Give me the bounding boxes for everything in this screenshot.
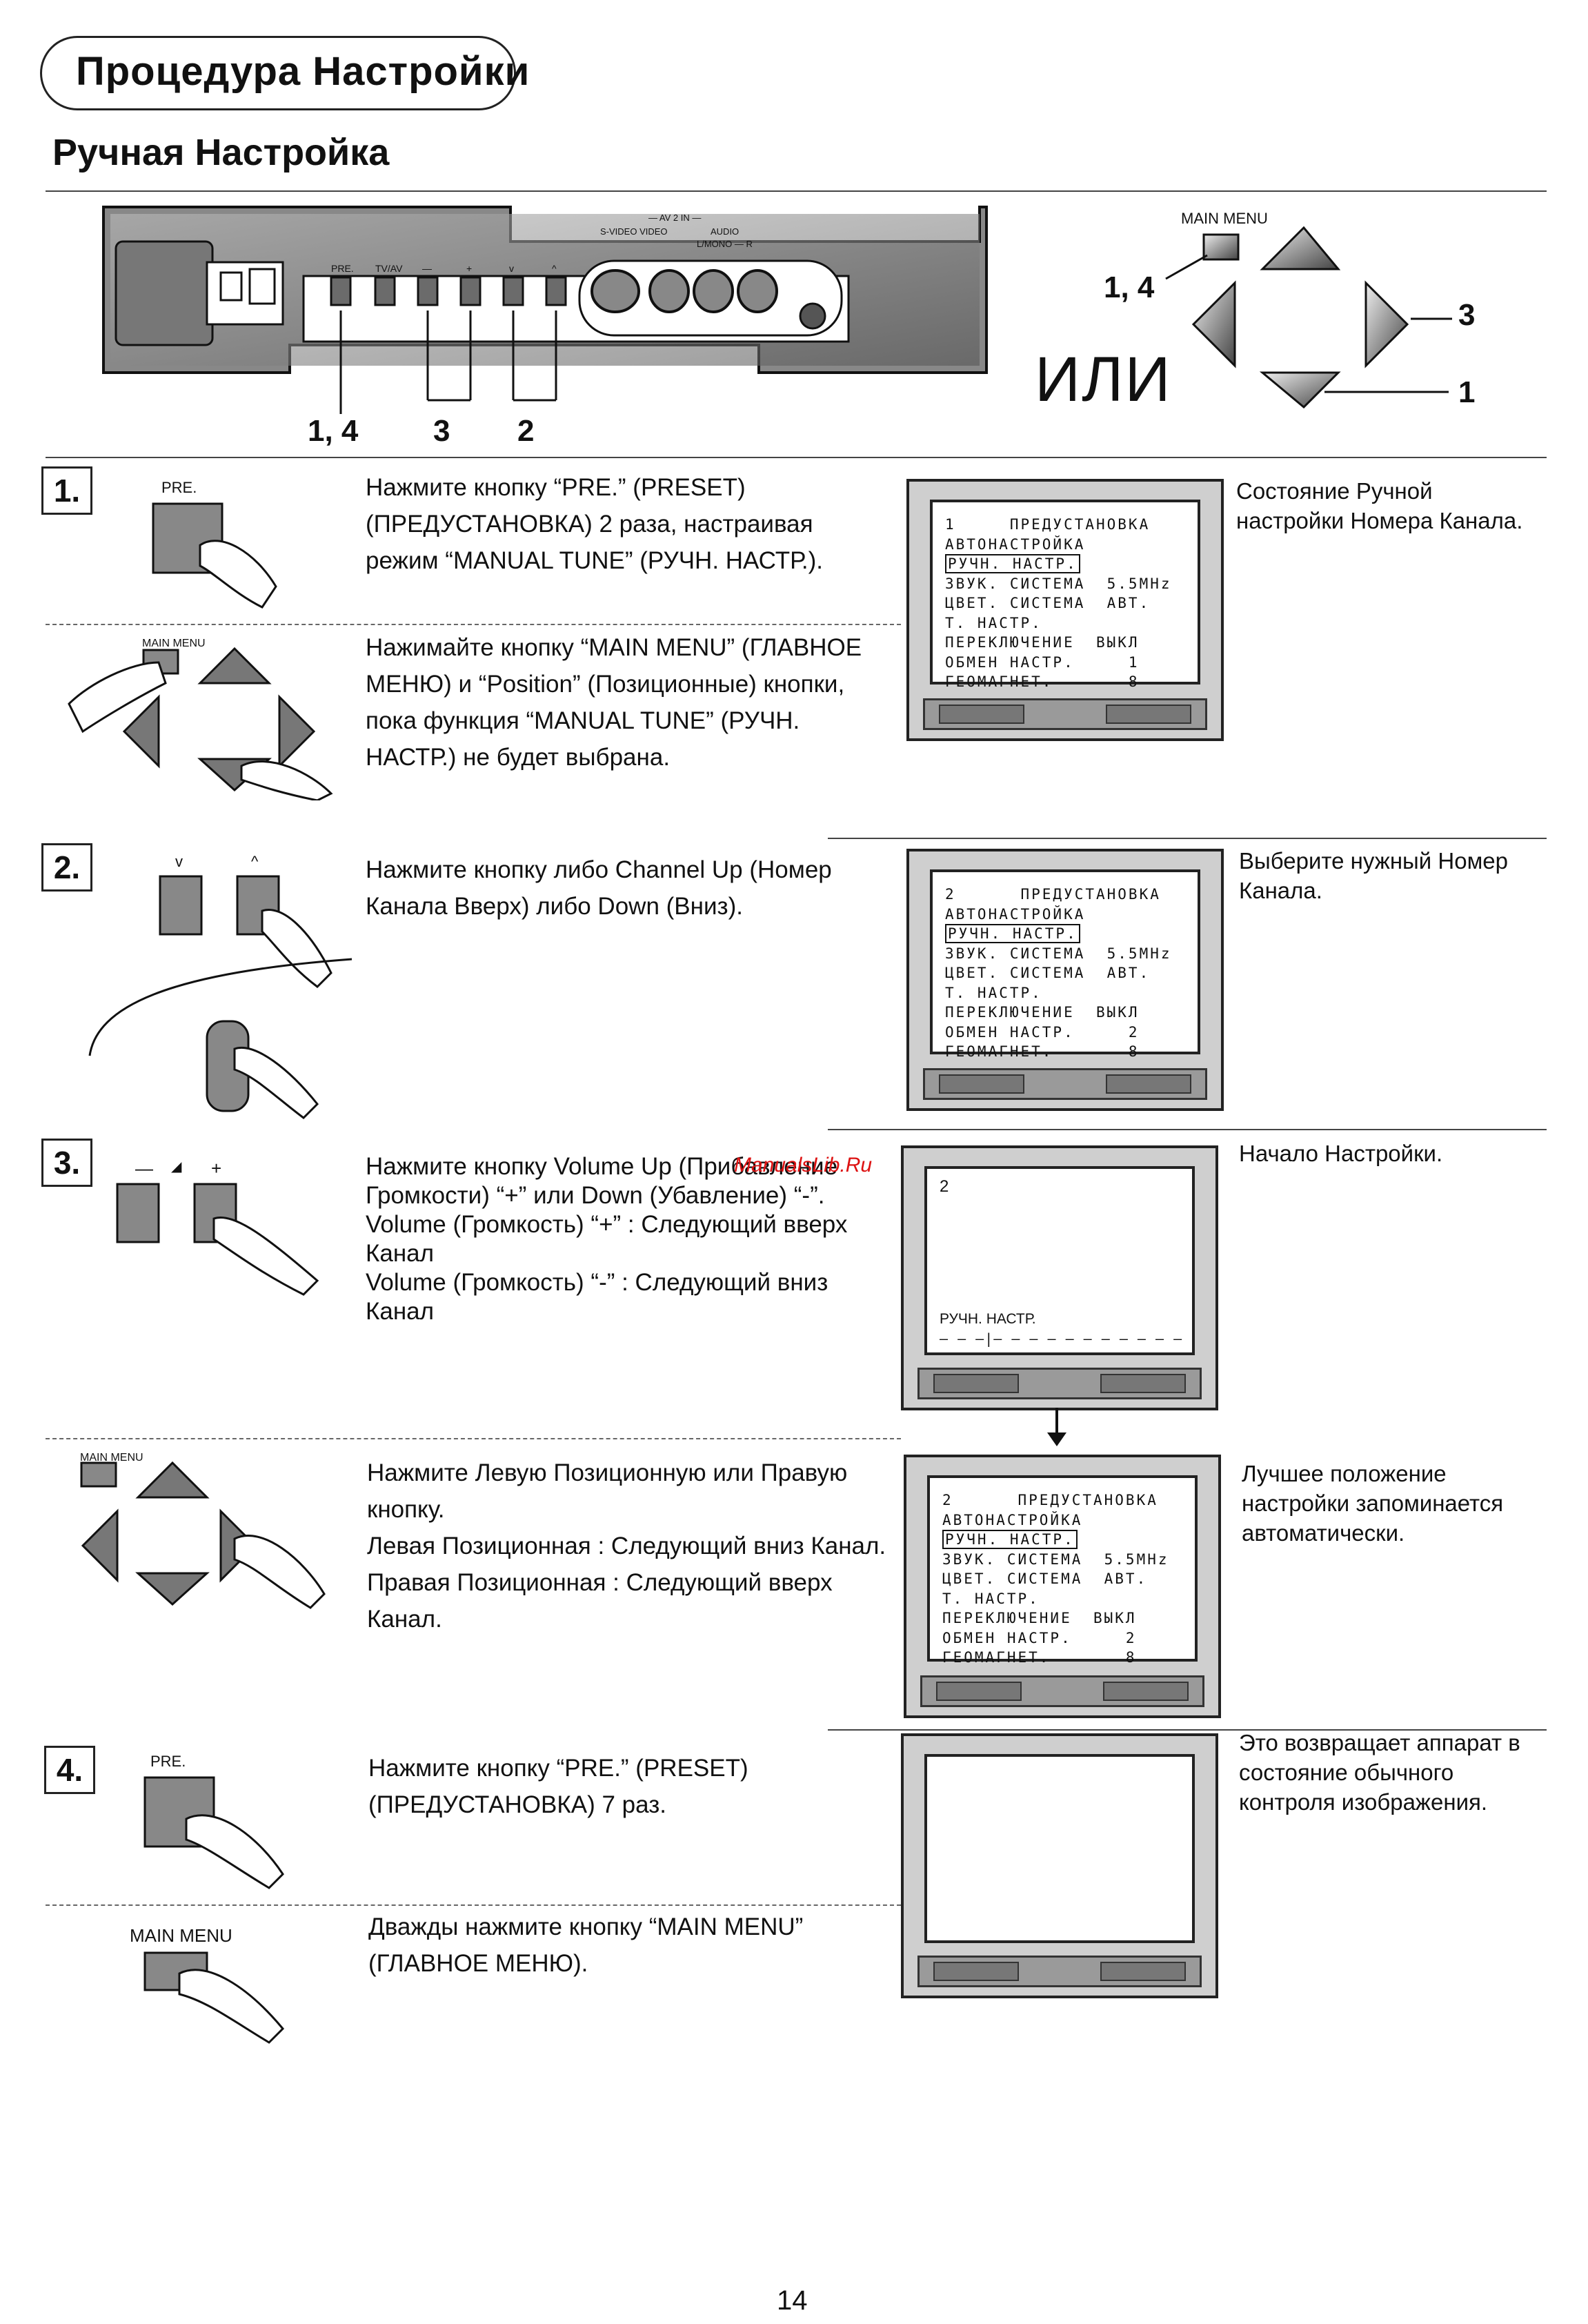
left-arrow-icon	[81, 1508, 119, 1583]
step2-note: Выберите нужный Номер Канала.	[1239, 848, 1508, 903]
page-title: Процедура Настройки	[76, 49, 530, 94]
hand-icon	[233, 1047, 319, 1119]
hand-icon	[240, 760, 333, 800]
panel-mono-label: L/MONO — R	[697, 239, 753, 249]
step-number-2: 2.	[41, 843, 92, 892]
panel-video-label: S-VIDEO VIDEO	[600, 226, 668, 237]
remote-callout-3: 3	[1458, 298, 1476, 332]
step-number-1: 1.	[41, 466, 92, 515]
step3-main-menu-label: MAIN MENU	[80, 1452, 143, 1464]
step4-instruction-b: Дважды нажмите кнопку “MAIN MENU” (ГЛАВН…	[368, 1913, 804, 1977]
remote-callout-1: 1	[1458, 375, 1476, 409]
panel-av-label: — AV 2 IN —	[648, 213, 701, 223]
step1-position-buttons-illustration	[68, 647, 333, 800]
step2-instruction: Нажмите кнопку либо Channel Up (Номер Ка…	[366, 856, 832, 920]
tv-manual-tune-label: РУЧН. НАСТР.	[940, 1311, 1036, 1327]
panel-label-pre: PRE.	[331, 263, 354, 274]
step3-instruction-a: Нажмите кнопку Volume Up (Прибавление Гр…	[366, 1153, 848, 1325]
hand-icon	[212, 1217, 319, 1296]
panel-label-tvav: TV/AV	[375, 263, 403, 274]
step2-down-label: v	[175, 853, 183, 870]
step4-pre-label: PRE.	[150, 1753, 186, 1770]
up-arrow-icon	[135, 1461, 210, 1499]
tv-front-panel-illustration: PRE. TV/AV — + v ^ — AV 2 IN — S-VIDEO V…	[102, 206, 988, 414]
step4-instruction-a: Нажмите кнопку “PRE.” (PRESET) (ПРЕДУСТА…	[368, 1755, 748, 1818]
step2-up-label: ^	[251, 853, 259, 870]
step1-pre-button-press-illustration	[152, 502, 277, 609]
remote-callout-1-4: 1, 4	[1104, 270, 1155, 304]
hand-icon	[261, 909, 333, 988]
watermark: ManualsLib.Ru	[734, 1154, 873, 1176]
panel-label-plus: +	[466, 263, 472, 274]
header-divider	[46, 190, 1547, 192]
step-number-3: 3.	[41, 1139, 92, 1187]
step4-main-menu-label: MAIN MENU	[130, 1925, 232, 1946]
hand-icon	[233, 1535, 326, 1609]
hand-icon	[185, 1814, 284, 1889]
divider-2	[828, 838, 1547, 839]
tv-screen-step3-tuning: 2 РУЧН. НАСТР. – – –|– – – – – – – – – –…	[901, 1145, 1218, 1410]
tuning-progress-bar: – – –|– – – – – – – – – – –	[940, 1330, 1183, 1347]
step1-instruction-a: Нажмите кнопку “PRE.” (PRESET) (ПРЕДУСТА…	[366, 474, 823, 574]
panel-label-down: v	[509, 263, 514, 274]
down-arrow-icon	[1047, 1408, 1066, 1446]
panel-callout-2: 2	[517, 414, 535, 448]
panel-label-minus: —	[422, 263, 432, 274]
step3-note-a: Начало Настройки.	[1239, 1141, 1443, 1166]
tv-channel-number: 2	[940, 1177, 949, 1196]
left-arrow-icon	[122, 694, 160, 769]
step4-note: Это возвращает аппарат в состояние обычн…	[1239, 1730, 1520, 1815]
left-arrow-icon	[1191, 280, 1236, 368]
panel-callout-1-4: 1, 4	[308, 414, 359, 448]
step3-volume-label: ◢	[171, 1159, 182, 1174]
step3-inner-divider	[46, 1438, 901, 1439]
page-number: 14	[777, 2285, 808, 2316]
hand-icon	[68, 661, 167, 733]
step1-note: Состояние Ручной настройки Номера Канала…	[1236, 478, 1523, 533]
up-arrow-icon	[1260, 226, 1341, 270]
step4-pre-button-press-illustration	[143, 1776, 284, 1889]
step4-inner-divider	[46, 1904, 901, 1906]
step2-channel-buttons-illustration	[88, 875, 353, 1119]
right-arrow-icon	[278, 694, 316, 769]
hand-icon	[178, 1969, 285, 2044]
panel-callout-3: 3	[433, 414, 450, 448]
step3-minus-label: —	[135, 1158, 153, 1179]
divider-3	[828, 1129, 1547, 1130]
divider-4	[828, 1729, 1547, 1731]
tv-screen-step4-normal	[901, 1733, 1218, 1998]
title-frame	[40, 36, 516, 110]
step-number-4: 4.	[44, 1746, 95, 1794]
step1-instruction-b: Нажимайте кнопку “MAIN MENU” (ГЛАВНОЕ МЕ…	[366, 634, 862, 771]
step3-plus-label: +	[211, 1158, 222, 1179]
up-arrow-icon	[197, 647, 272, 685]
divider-1	[46, 457, 1547, 458]
panel-audio-label: AUDIO	[711, 226, 739, 237]
or-label: ИЛИ	[1035, 344, 1172, 415]
step3-note-b: Лучшее положение настройки запоминается …	[1242, 1461, 1504, 1546]
right-arrow-icon	[1364, 280, 1409, 368]
step1-main-menu-label: MAIN MENU	[142, 638, 206, 649]
step3-volume-buttons-illustration	[116, 1183, 319, 1296]
panel-label-up: ^	[552, 263, 557, 274]
section-subtitle: Ручная Настройка	[52, 132, 390, 173]
hand-icon	[199, 540, 277, 609]
step1-inner-divider	[46, 624, 901, 625]
step4-main-menu-press-illustration	[143, 1951, 285, 2044]
down-arrow-icon	[135, 1572, 210, 1606]
down-arrow-icon	[1259, 371, 1341, 409]
step3-instruction-b: Нажмите Левую Позиционную или Правую кно…	[367, 1459, 886, 1633]
step1-pre-label: PRE.	[161, 479, 197, 496]
step3-position-buttons-illustration	[80, 1461, 326, 1609]
remote-main-menu-label: MAIN MENU	[1181, 210, 1268, 227]
remote-direction-pad	[1165, 226, 1452, 409]
